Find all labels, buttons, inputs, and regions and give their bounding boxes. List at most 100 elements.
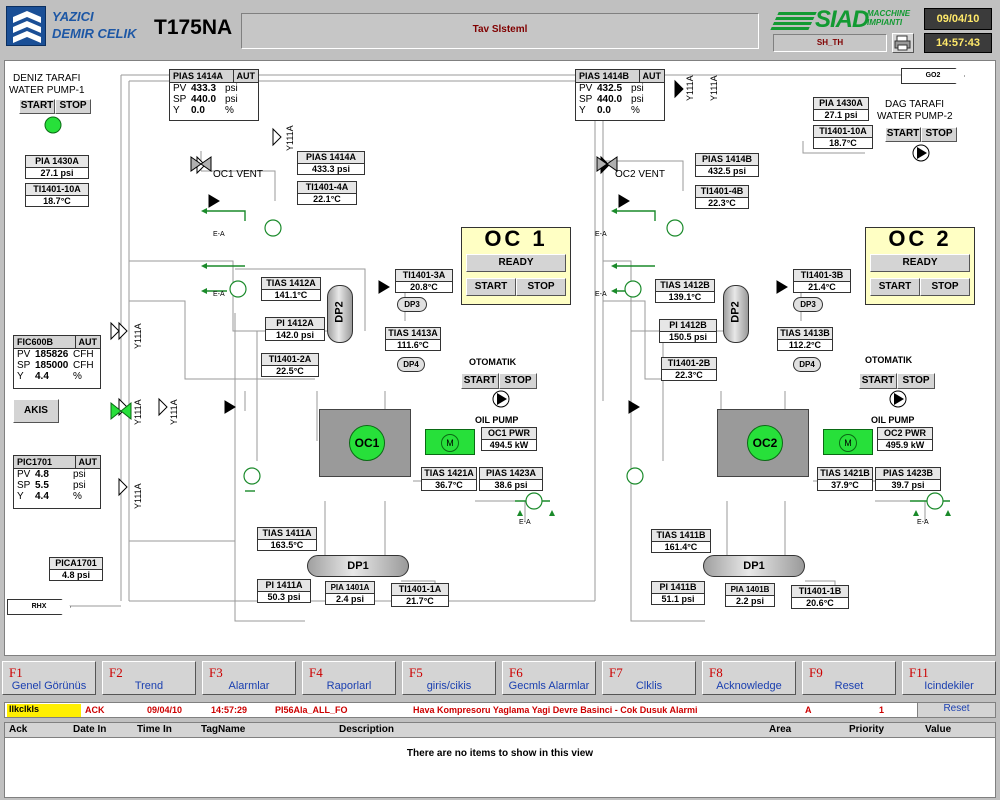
pia1401a: PIA 1401A 2.4 psi — [325, 581, 375, 605]
alarm-time: 14:57:29 — [211, 705, 248, 715]
oc2-stop-button[interactable]: STOP — [920, 278, 970, 296]
current-alarm-line[interactable]: llkclkls ACK 09/04/10 14:57:29 PI56Ala_A… — [4, 702, 996, 718]
otomatik-label-a: OTOMATIK — [469, 357, 517, 367]
rhx-offpage-connector[interactable]: RHX — [7, 599, 71, 615]
column-header[interactable]: Description — [339, 724, 395, 735]
ti1401-1a: TI1401-1A 21.7°C — [391, 583, 449, 607]
y-unit: % — [225, 105, 234, 116]
brand-sub1: MACCHINE — [867, 9, 911, 18]
sp-label: SP — [17, 480, 31, 491]
go2-offpage-connector[interactable]: GO2 — [901, 68, 965, 84]
function-key-label: Acknowledge — [716, 680, 782, 692]
oc2-compressor — [717, 409, 809, 477]
column-header[interactable]: Area — [769, 724, 792, 735]
dp1-tank-b: DP1 — [703, 555, 805, 577]
valve-y111a-label: Y111A — [709, 75, 719, 101]
sp-unit: CFH — [73, 360, 94, 371]
oc2-start-button[interactable]: START — [870, 278, 920, 296]
alarm-reset-button[interactable]: Reset — [917, 703, 995, 717]
oilpump1-start-button[interactable]: START — [461, 373, 499, 389]
value: 112.2 — [788, 340, 811, 350]
brand-logo: SIAD MACCHINE IMPIANTI — [770, 6, 915, 33]
oilpump1-stop-button[interactable]: STOP — [499, 373, 537, 389]
value: 161.4 — [664, 542, 688, 552]
pump2-start-button[interactable]: START — [885, 127, 921, 142]
pv-value: 433.3 — [191, 83, 217, 94]
tias1412b: TIAS 1412B 139.1°C — [655, 279, 715, 303]
oc2-vent-label: OC2 VENT — [615, 169, 666, 180]
column-header[interactable]: Ack — [9, 724, 28, 735]
heat-exchanger-tag: E-A — [213, 231, 225, 238]
heat-exchanger-tag: E-A — [917, 519, 929, 526]
column-header[interactable]: Priority — [849, 724, 885, 735]
tag-label: TI1401-2A — [262, 354, 318, 366]
pia1401b: PIA 1401B 2.2 psi — [725, 583, 775, 607]
pv-label: PV — [17, 349, 31, 360]
column-header[interactable]: Time In — [137, 724, 172, 735]
y-label: Y — [17, 371, 24, 382]
alarm-table: Ack Date In Time In TagName Description Area P… — [4, 722, 996, 798]
column-header[interactable]: Date In — [73, 724, 107, 735]
value: 50.3 — [267, 592, 285, 602]
tag-label: TI1401-2B — [662, 358, 716, 370]
pi1411a: PI 1411A 50.3 psi — [257, 579, 311, 603]
ti1401-2b: TI1401-2B 22.3°C — [661, 357, 717, 381]
oc1-stop-button[interactable]: STOP — [516, 278, 566, 296]
value: 494.5 — [489, 440, 513, 450]
printer-icon — [894, 35, 911, 51]
unit: °C — [452, 480, 463, 490]
pi1412b: PI 1412B 150.5 psi — [659, 319, 717, 343]
oc2-status-button[interactable]: READY — [870, 254, 970, 272]
piping-lines — [44, 74, 955, 622]
tias1413b: TIAS 1413B 112.2°C — [777, 327, 833, 351]
column-header[interactable]: Value — [925, 724, 952, 735]
sp-label: SP — [17, 360, 31, 371]
pump1-start-button[interactable]: START — [19, 99, 55, 114]
unit: °C — [825, 282, 836, 292]
sp-unit: psi — [73, 480, 86, 491]
shift-display: SH_TH — [773, 34, 887, 52]
value: 433.3 — [311, 164, 335, 174]
unit: °C — [692, 370, 703, 380]
model-title: T175NA — [154, 16, 233, 39]
oil-pump-label-b: OIL PUMP — [871, 415, 915, 425]
pump1-stop-button[interactable]: STOP — [55, 99, 91, 114]
pv-value: 432.5 — [597, 83, 623, 94]
value: 18.7 — [43, 196, 61, 206]
tag-label: OC2 PWR — [878, 428, 932, 440]
oilpump2-stop-button[interactable]: STOP — [897, 373, 935, 389]
column-header[interactable]: TagName — [201, 724, 246, 735]
oilpump2-start-button[interactable]: START — [859, 373, 897, 389]
value: 2.2 — [735, 596, 749, 606]
print-button[interactable] — [892, 33, 914, 53]
sp-value: 440.0 — [191, 94, 217, 105]
akis-button[interactable]: AKIS — [13, 399, 59, 423]
value: 495.9 — [885, 440, 909, 450]
tag-label: TI1401-3B — [794, 270, 850, 282]
oc1-start-button[interactable]: START — [466, 278, 516, 296]
unit: °C — [823, 598, 834, 608]
oc1-status-button[interactable]: READY — [466, 254, 566, 272]
tag-label: PIA 1430A — [814, 98, 868, 110]
value: 20.6 — [806, 598, 824, 608]
pump2-stop-button[interactable]: STOP — [921, 127, 957, 142]
function-key-code: F9 — [809, 665, 823, 680]
sp-label: SP — [173, 94, 187, 105]
controller-mode: AUT — [74, 456, 101, 468]
y-unit: % — [73, 491, 82, 502]
